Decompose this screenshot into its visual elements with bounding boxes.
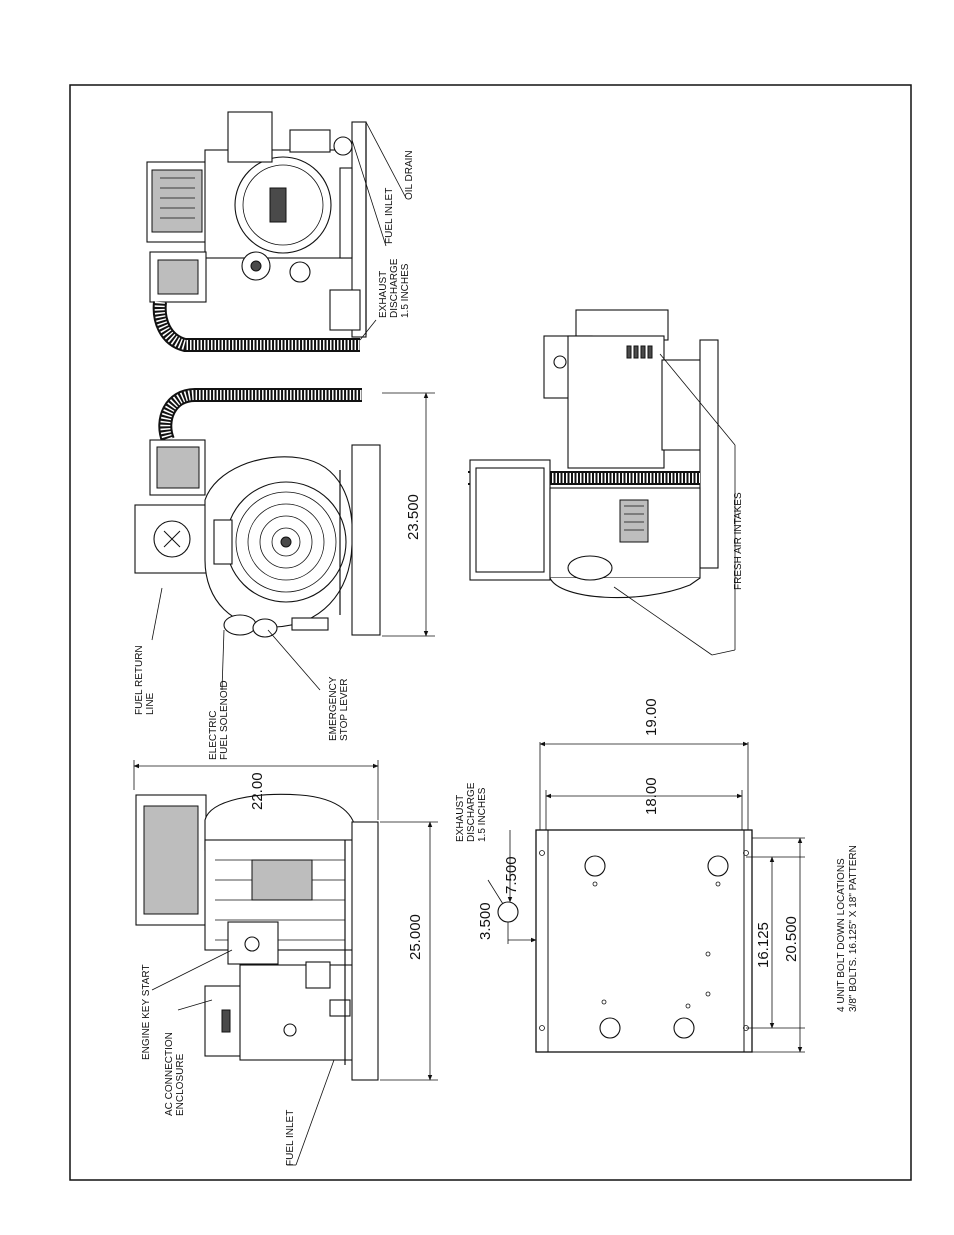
- dim-height-2200: 22.00: [249, 772, 266, 810]
- dim-16-125: 16.125: [755, 922, 772, 968]
- dim-length-23500: 23.500: [405, 494, 422, 540]
- bolt-down-note-1: 4 UNIT BOLT DOWN LOCATIONS: [836, 858, 847, 1012]
- label-exhaust-top-2: DISCHARGE: [389, 258, 400, 318]
- label-exhaust-base-1: EXHAUST: [455, 795, 466, 842]
- right-view-generator: [468, 309, 719, 599]
- page-border: [69, 84, 912, 1181]
- label-fresh-air-intakes: FRESH AIR INTAKES: [733, 492, 744, 590]
- dim-3-500: 3.500: [477, 902, 494, 940]
- side-view-generator: [134, 388, 381, 638]
- label-fuel-return-1: FUEL RETURN: [134, 645, 145, 715]
- top-view-generator: [146, 111, 367, 352]
- top-view-leaders: [351, 121, 407, 341]
- label-ac-connection-2: ENCLOSURE: [175, 1053, 186, 1116]
- dim-20-500: 20.500: [783, 916, 800, 962]
- side-view-dimension: [382, 392, 435, 637]
- dim-18-00: 18.00: [643, 777, 660, 815]
- right-view-leaders: [613, 353, 736, 656]
- label-estop-2: STOP LEVER: [339, 679, 350, 741]
- bolt-down-note-2: 3/8" BOLTS. 16.125" X 18" PATTERN: [848, 845, 859, 1012]
- front-view-dimensions: [133, 760, 438, 1081]
- dim-7-500: 7.500: [503, 856, 520, 894]
- label-solenoid-2: FUEL SOLENOID: [219, 680, 230, 760]
- label-exhaust-base-3: 1.5 INCHES: [477, 787, 488, 842]
- label-solenoid-1: ELECTRIC: [208, 711, 219, 760]
- label-oil-drain: OIL DRAIN: [404, 150, 415, 200]
- base-view-dimensions: [487, 741, 805, 1053]
- label-exhaust-top-1: EXHAUST: [378, 271, 389, 318]
- label-estop-1: EMERGENCY: [328, 676, 339, 741]
- front-view-leaders: [151, 949, 335, 1166]
- dim-width-25000: 25.000: [407, 914, 424, 960]
- label-engine-key-start: ENGINE KEY START: [141, 964, 152, 1060]
- base-plate: [497, 829, 753, 1053]
- label-exhaust-base-2: DISCHARGE: [466, 782, 477, 842]
- side-view-leaders: [151, 587, 321, 691]
- label-exhaust-top-3: 1.5 INCHES: [400, 263, 411, 318]
- dim-19-00: 19.00: [643, 698, 660, 736]
- label-ac-connection-1: AC CONNECTION: [164, 1032, 175, 1116]
- label-fuel-inlet-front: FUEL INLET: [285, 1110, 296, 1166]
- front-view-generator: [135, 793, 379, 1081]
- label-fuel-inlet-top: FUEL INLET: [384, 188, 395, 244]
- label-fuel-return-2: LINE: [145, 692, 156, 715]
